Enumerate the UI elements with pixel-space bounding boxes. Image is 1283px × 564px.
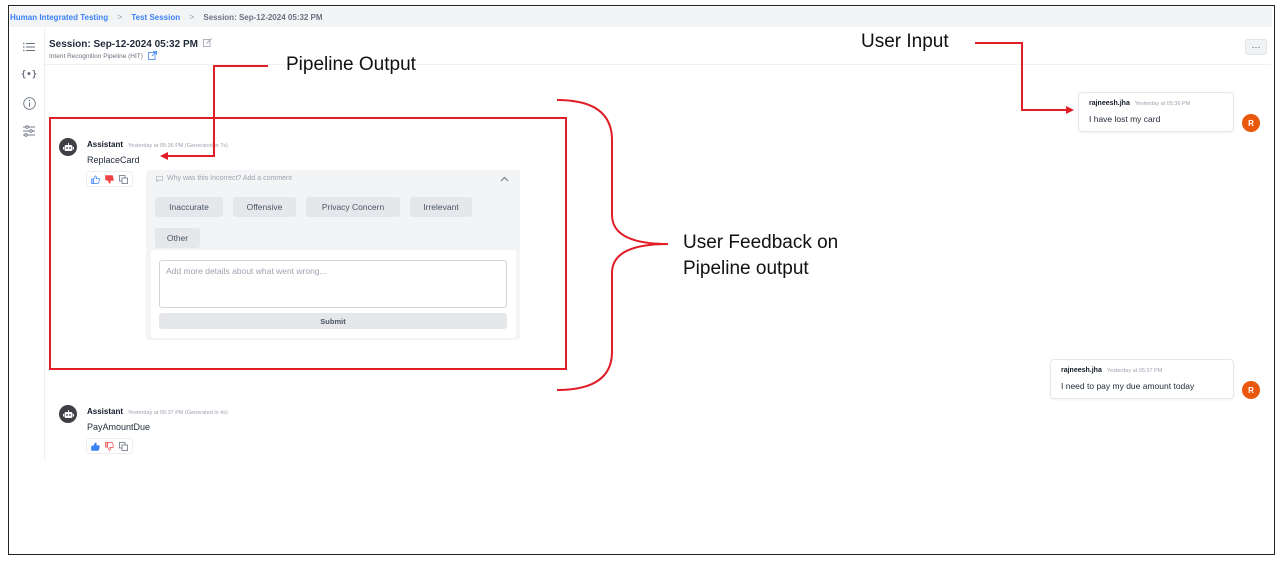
pipeline-output-label: Pipeline Output <box>286 54 416 75</box>
assistant-avatar <box>59 138 77 156</box>
session-title-text: Session: Sep-12-2024 05:32 PM <box>49 38 198 50</box>
user-input-arrow <box>975 42 1068 111</box>
user-message-bubble: rajneesh.jha Yesterday at 05:36 PM I hav… <box>1078 92 1234 132</box>
assistant-avatar <box>59 405 77 423</box>
message-timestamp: Yesterday at 05:37 PM <box>1106 368 1163 374</box>
pipeline-output-highlight-box <box>49 117 567 370</box>
user-avatar: R <box>1242 381 1260 399</box>
feedback-panel: Why was this Incorrect? Add a comment In… <box>146 170 520 340</box>
edit-icon[interactable] <box>203 38 212 50</box>
breadcrumb-test-session[interactable]: Test Session <box>131 12 181 22</box>
external-link-icon[interactable] <box>148 51 157 62</box>
message-author: Assistant <box>87 140 124 149</box>
chip-privacy-concern[interactable]: Privacy Concern <box>306 197 400 217</box>
chevron-up-icon[interactable] <box>498 173 510 185</box>
user-message-text: I have lost my card <box>1089 114 1161 124</box>
message-author: rajneesh.jha <box>1061 367 1102 374</box>
header-divider <box>45 64 1271 65</box>
breadcrumb: Human Integrated Testing > Test Session … <box>10 7 1272 27</box>
pipeline-name: Intent Recognition Pipeline (HIT) <box>49 53 143 60</box>
session-title: Session: Sep-12-2024 05:32 PM <box>49 38 212 50</box>
pipeline-output-arrowhead <box>160 152 168 160</box>
feedback-details-input[interactable] <box>159 260 507 308</box>
more-options-button[interactable]: ··· <box>1245 39 1267 55</box>
copy-icon[interactable] <box>119 441 128 451</box>
chip-irrelevant[interactable]: Irrelevant <box>410 197 472 217</box>
chip-inaccurate[interactable]: Inaccurate <box>155 197 223 217</box>
chevron-right-icon: > <box>117 12 123 22</box>
feedback-curly-brace <box>556 99 669 391</box>
user-input-arrowhead <box>1066 106 1074 114</box>
user-input-label: User Input <box>861 31 949 52</box>
assistant-message-meta: Assistant Yesterday at 05:37 PM (Generat… <box>87 407 228 416</box>
copy-icon[interactable] <box>119 174 128 184</box>
assistant-message-meta: Assistant Yesterday at 05:36 PM (Generat… <box>87 140 228 149</box>
thumbs-up-icon[interactable] <box>91 441 100 451</box>
message-timestamp: Yesterday at 05:36 PM (Generated in 7s) <box>128 143 228 149</box>
chip-offensive[interactable]: Offensive <box>233 197 296 217</box>
breadcrumb-current-session: Session: Sep-12-2024 05:32 PM <box>203 12 323 22</box>
feedback-prompt: Why was this Incorrect? Add a comment <box>156 175 292 182</box>
user-message-bubble: rajneesh.jha Yesterday at 05:37 PM I nee… <box>1050 359 1234 399</box>
thumbs-down-icon[interactable] <box>105 441 114 451</box>
robot-icon <box>62 409 74 418</box>
chevron-right-icon: > <box>189 12 195 22</box>
info-icon[interactable] <box>22 96 36 110</box>
feedback-comment-card: Submit <box>151 250 516 338</box>
sidebar: {•} <box>12 28 45 460</box>
assistant-message-text: ReplaceCard <box>87 155 140 165</box>
user-message-meta: rajneesh.jha Yesterday at 05:37 PM <box>1061 367 1162 374</box>
message-timestamp: Yesterday at 05:37 PM (Generated in 4s) <box>128 410 228 416</box>
breadcrumb-human-integrated-testing[interactable]: Human Integrated Testing <box>10 12 109 22</box>
chip-other[interactable]: Other <box>155 228 200 248</box>
variables-icon[interactable]: {•} <box>20 70 38 80</box>
user-feedback-label-line2: Pipeline output <box>683 258 809 279</box>
pipeline-subtitle: Intent Recognition Pipeline (HIT) <box>49 51 157 62</box>
message-timestamp: Yesterday at 05:36 PM <box>1134 101 1191 107</box>
sliders-icon[interactable] <box>22 124 36 138</box>
user-message-text: I need to pay my due amount today <box>1061 381 1195 391</box>
feedback-prompt-text: Why was this Incorrect? Add a comment <box>167 175 292 182</box>
user-feedback-label-line1: User Feedback on <box>683 232 839 253</box>
thumbs-down-icon[interactable] <box>105 174 114 184</box>
user-message-meta: rajneesh.jha Yesterday at 05:36 PM <box>1089 100 1190 107</box>
thumbs-up-icon[interactable] <box>91 174 100 184</box>
list-icon[interactable] <box>22 40 36 54</box>
message-actions <box>86 438 133 454</box>
message-actions <box>86 171 133 187</box>
comment-icon <box>156 175 163 182</box>
robot-icon <box>62 142 74 151</box>
message-author: Assistant <box>87 407 124 416</box>
message-author: rajneesh.jha <box>1089 100 1130 107</box>
submit-button[interactable]: Submit <box>159 313 507 329</box>
user-avatar: R <box>1242 114 1260 132</box>
assistant-message-text: PayAmountDue <box>87 422 151 432</box>
pipeline-output-arrow <box>165 65 268 157</box>
